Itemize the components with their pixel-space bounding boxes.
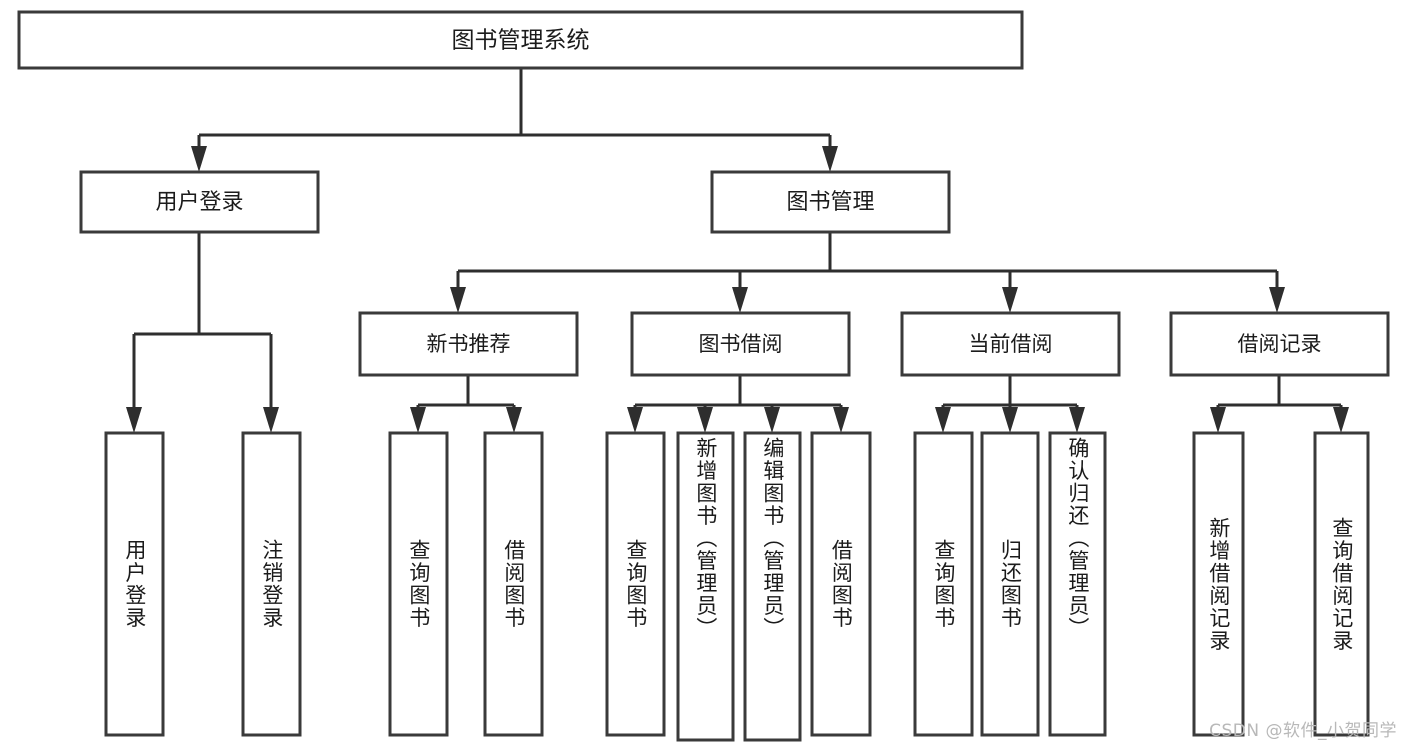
node-user-login-box[interactable] <box>79 170 320 234</box>
book-borrow-branch-0-arrowhead <box>627 407 643 433</box>
node-user-login-label: 用户登录 <box>155 190 243 215</box>
leaf-leaf-borrow-book-recommend-box[interactable] <box>483 431 544 737</box>
node-borrow-record-box[interactable] <box>1169 311 1390 377</box>
leaf-leaf-query-book-current-box[interactable] <box>913 431 974 737</box>
user-login-branch-1-arrowhead <box>263 407 279 433</box>
leaf-leaf-query-borrow-record-box[interactable] <box>1313 431 1370 737</box>
leaf-leaf-user-login-box[interactable] <box>104 431 165 737</box>
leaf-leaf-edit-book-box[interactable] <box>743 431 802 742</box>
leaf-leaf-borrow-book-box[interactable] <box>810 431 872 737</box>
leaf-leaf-logout-box[interactable] <box>241 431 302 737</box>
leaf-leaf-confirm-return-box[interactable] <box>1048 431 1107 737</box>
root-branch-0-arrowhead <box>191 146 207 172</box>
node-book-manage-box[interactable] <box>710 170 951 234</box>
borrow-record-branch-0-arrowhead <box>1210 407 1226 433</box>
leaf-leaf-add-borrow-record-box[interactable] <box>1192 431 1245 737</box>
node-book-manage-label: 图书管理 <box>786 190 874 215</box>
node-root-label: 图书管理系统 <box>452 28 590 54</box>
node-new-book-recommend-label: 新书推荐 <box>427 332 511 356</box>
book-manage-branch-2-arrowhead <box>1002 287 1018 313</box>
node-book-borrow-box[interactable] <box>630 311 851 377</box>
node-current-borrow-box[interactable] <box>900 311 1121 377</box>
book-manage-branch-1-arrowhead <box>732 287 748 313</box>
book-manage-branch-3-arrowhead <box>1269 287 1285 313</box>
leaf-leaf-add-book-box[interactable] <box>676 431 735 742</box>
box-layer <box>17 10 1390 742</box>
borrow-record-branch-1-arrowhead <box>1333 407 1349 433</box>
new-book-recommend-branch-0-arrowhead <box>410 407 426 433</box>
user-login-branch-0-arrowhead <box>126 407 142 433</box>
leaf-leaf-query-book-borrow-box[interactable] <box>605 431 666 737</box>
node-new-book-recommend-box[interactable] <box>358 311 579 377</box>
current-borrow-branch-1-arrowhead <box>1002 407 1018 433</box>
root-branch-1-arrowhead <box>822 146 838 172</box>
book-borrow-branch-2-arrowhead <box>764 407 780 433</box>
book-manage-branch-0-arrowhead <box>450 287 466 313</box>
node-borrow-record-label: 借阅记录 <box>1238 332 1322 356</box>
current-borrow-branch-0-arrowhead <box>935 407 951 433</box>
node-book-borrow-label: 图书借阅 <box>699 332 783 356</box>
watermark-text: CSDN @软件_小贺同学 <box>1209 721 1397 741</box>
book-borrow-branch-1-arrowhead <box>697 407 713 433</box>
node-current-borrow-label: 当前借阅 <box>969 332 1053 356</box>
leaf-leaf-query-book-recommend-box[interactable] <box>388 431 449 737</box>
leaf-leaf-return-book-box[interactable] <box>980 431 1040 737</box>
node-root-box[interactable] <box>17 10 1024 70</box>
new-book-recommend-branch-1-arrowhead <box>506 407 522 433</box>
book-borrow-branch-3-arrowhead <box>833 407 849 433</box>
connector-layer <box>126 68 1349 433</box>
current-borrow-branch-2-arrowhead <box>1069 407 1085 433</box>
